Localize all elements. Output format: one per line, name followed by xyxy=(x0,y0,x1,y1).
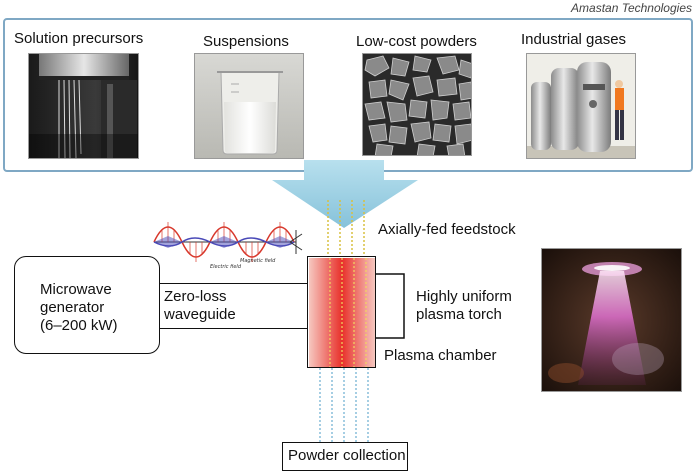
electric-field-label: Electric field xyxy=(210,264,242,270)
em-wave-icon: Electric field Magnetic field xyxy=(153,222,303,270)
solution-precursors-photo xyxy=(28,53,139,159)
axial-feed-label: Axially-fed feedstock xyxy=(378,221,516,238)
powder-collection-box xyxy=(282,442,408,471)
chamber-label: Plasma chamber xyxy=(384,347,497,364)
suspension-beaker-photo xyxy=(194,53,304,159)
gas-tanks-photo xyxy=(526,53,636,159)
feed-arrow xyxy=(272,160,418,228)
generator-label-3: (6–200 kW) xyxy=(40,317,118,334)
feed-lines xyxy=(319,200,369,442)
generator-label-1: Microwave xyxy=(40,281,112,298)
torch-label-1: Highly uniform xyxy=(416,288,512,305)
credit-text: Amastan Technologies xyxy=(571,1,692,15)
feedstock-title-solution: Solution precursors xyxy=(14,30,144,47)
torch-label-2: plasma torch xyxy=(416,306,502,323)
powder-collection-label: Powder collection xyxy=(288,447,406,464)
powder-particles-photo xyxy=(362,53,472,156)
waveguide-label-1: Zero-loss xyxy=(164,288,227,305)
waveguide xyxy=(159,283,311,329)
plasma-torch-photo xyxy=(541,248,682,392)
waveguide-label-2: waveguide xyxy=(164,306,236,323)
generator-label-2: generator xyxy=(40,299,105,316)
feedstock-title-gases: Industrial gases xyxy=(521,31,627,48)
torch-bracket xyxy=(376,273,405,339)
feedstock-title-suspensions: Suspensions xyxy=(203,33,289,50)
microwave-generator-box xyxy=(14,256,160,354)
magnetic-field-label: Magnetic field xyxy=(240,258,276,264)
feedstock-title-powders: Low-cost powders xyxy=(356,33,477,50)
plasma-chamber xyxy=(307,256,376,368)
